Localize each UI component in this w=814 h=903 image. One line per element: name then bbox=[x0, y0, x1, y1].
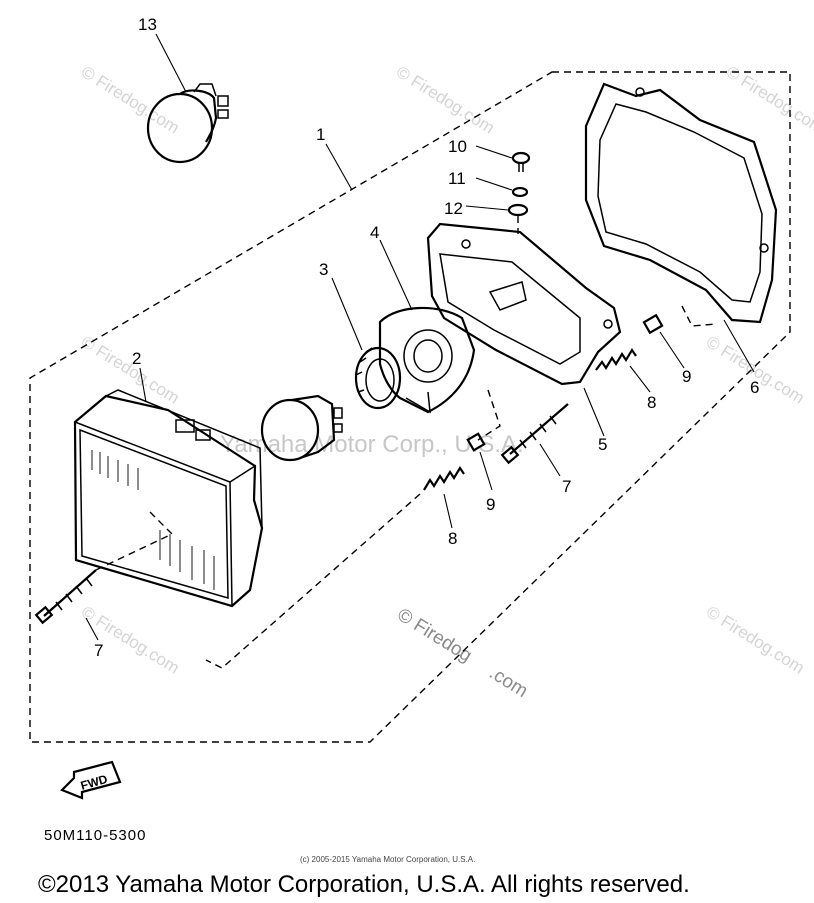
small-copyright-notice: (c) 2005-2015 Yamaha Motor Corporation, … bbox=[300, 855, 475, 864]
callout-9-left: 9 bbox=[486, 495, 495, 514]
assembly-leader-part-1 bbox=[325, 143, 353, 191]
callout-3: 3 bbox=[319, 260, 328, 279]
callout-8-left: 8 bbox=[448, 529, 457, 548]
lock-washer-part-11 bbox=[475, 177, 529, 198]
nut-part-9-right bbox=[642, 305, 717, 369]
callout-9-right: 9 bbox=[682, 367, 691, 386]
callout-2: 2 bbox=[132, 349, 141, 368]
watermark: © Firedog.com bbox=[703, 602, 808, 677]
watermark: © Firedog.com bbox=[78, 602, 183, 677]
watermark-mid-b: .com bbox=[485, 662, 531, 702]
outer-rim-part-6 bbox=[584, 82, 778, 373]
watermark-mid-a: © Firedog bbox=[393, 604, 475, 666]
spring-part-8-left bbox=[95, 465, 465, 669]
callout-1: 1 bbox=[316, 125, 325, 144]
callout-8-right: 8 bbox=[647, 393, 656, 412]
washer-part-12 bbox=[465, 203, 529, 234]
watermark: © Firedog.com bbox=[723, 62, 814, 137]
bulb-housing-part-4 bbox=[378, 239, 476, 414]
callout-12: 12 bbox=[444, 199, 463, 218]
callout-7-upper: 7 bbox=[562, 477, 571, 496]
spare-bulb-part-13 bbox=[146, 33, 229, 164]
headlight-unit-part-2 bbox=[73, 367, 264, 608]
diagram-code: 50M110-5300 bbox=[44, 827, 146, 844]
watermark: © Firedog.com bbox=[393, 62, 498, 137]
headlight-bulb bbox=[260, 394, 343, 462]
callout-11: 11 bbox=[448, 169, 466, 188]
inner-bracket-part-5 bbox=[426, 222, 622, 441]
watermark-layer: © Firedog.com © Firedog.com © Firedog.co… bbox=[78, 62, 814, 702]
callout-10: 10 bbox=[448, 137, 467, 156]
callout-13: 13 bbox=[138, 15, 157, 34]
spring-part-8-right bbox=[595, 347, 651, 393]
assembly-outline bbox=[29, 71, 791, 743]
adjusting-screw-part-7-lower bbox=[34, 569, 99, 641]
copyright-notice: ©2013 Yamaha Motor Corporation, U.S.A. A… bbox=[38, 871, 690, 898]
callout-5: 5 bbox=[598, 435, 607, 454]
callout-7-lower: 7 bbox=[94, 641, 103, 660]
callout-6: 6 bbox=[750, 378, 759, 397]
callout-4: 4 bbox=[370, 223, 379, 242]
watermark: © Firedog.com bbox=[78, 332, 183, 407]
forward-arrow-icon: FWD bbox=[60, 760, 122, 800]
nut-part-9-left bbox=[466, 432, 493, 491]
adjusting-screw-part-7-upper bbox=[500, 403, 569, 477]
part-callouts: 1 2 3 4 5 6 7 7 8 8 9 9 10 11 12 13 bbox=[94, 15, 759, 660]
watermark: © Firedog.com bbox=[78, 62, 183, 137]
screw-part-10 bbox=[475, 145, 531, 172]
socket-ring-part-3 bbox=[331, 277, 402, 410]
